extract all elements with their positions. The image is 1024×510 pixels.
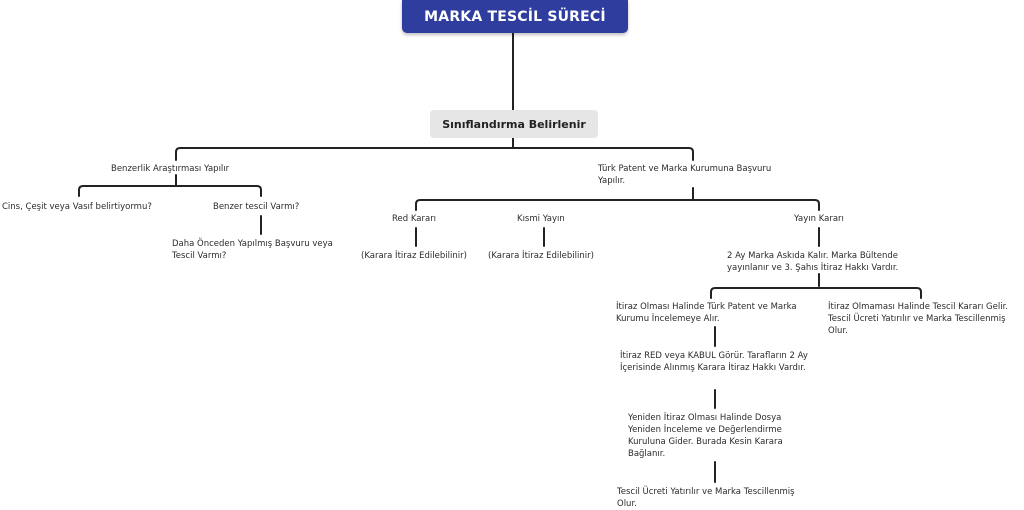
connector-step1 [175, 137, 694, 161]
connector-askida [710, 273, 922, 299]
node-daha-once: Daha Önceden Yapılmış Başvuru veya Tesci… [172, 239, 333, 261]
root-title: MARKA TESCİL SÜRECİ [402, 0, 628, 33]
node-red-kabul: İtiraz RED veya KABUL Görür. Tarafların … [620, 351, 808, 373]
node-benzer-tescil: Benzer tescil Varmı? [213, 202, 300, 212]
node-basvuru: Türk Patent ve Marka Kurumuna Başvuru Ya… [598, 164, 772, 186]
node-son: Tescil Ücreti Yatırılır ve Marka Tescill… [617, 487, 795, 509]
node-yayin-karari: Yayın Kararı [794, 214, 844, 224]
node-kismi-yayin: Kısmi Yayın [517, 214, 565, 224]
node-cins: Cins, Çeşit veya Vasıf belirtiyormu? [2, 202, 152, 212]
node-benzerlik: Benzerlik Araştırması Yapılır [111, 164, 230, 174]
step-siniflandirma: Sınıflandırma Belirlenir [430, 110, 598, 138]
node-askida: 2 Ay Marka Askıda Kalır. Marka Bültende … [727, 251, 899, 273]
note-red: (Karara İtiraz Edilebilinir) [361, 251, 467, 261]
node-itirazsiz: İtiraz Olmaması Halinde Tescil Kararı Ge… [828, 302, 1008, 336]
node-yeniden: Yeniden İtiraz Olması Halinde Dosya Yeni… [628, 413, 783, 459]
connector-left [78, 174, 262, 197]
node-itiraz: İtiraz Olması Halinde Türk Patent ve Mar… [616, 302, 797, 324]
node-red-karari: Red Kararı [392, 214, 437, 224]
connector-right [415, 187, 820, 211]
note-kismi: (Karara İtiraz Edilebilinir) [488, 251, 594, 261]
